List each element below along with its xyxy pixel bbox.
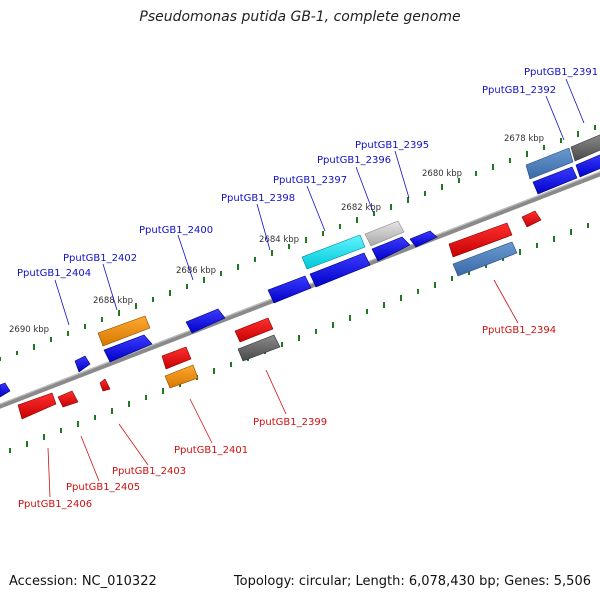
gene-block[interactable] <box>452 241 518 277</box>
gene-block[interactable] <box>448 222 513 258</box>
tick-label-2690: 2690 kbp <box>9 325 49 335</box>
gene-block[interactable] <box>570 134 600 162</box>
gene-label-pputgb1-2392[interactable]: PputGB1_2392 <box>482 85 556 96</box>
gene-label-pputgb1-2398[interactable]: PputGB1_2398 <box>221 193 295 204</box>
gene-block[interactable] <box>309 252 371 288</box>
forward-tick-line <box>0 125 596 361</box>
gene-label-pputgb1-2401[interactable]: PputGB1_2401 <box>174 445 248 456</box>
reverse-gene-labels: PputGB1_2394 PputGB1_2399 PputGB1_2401 P… <box>18 279 556 510</box>
reverse-strand-genes <box>17 210 542 420</box>
gene-label-pputgb1-2405[interactable]: PputGB1_2405 <box>66 482 140 493</box>
gene-block[interactable] <box>185 308 226 334</box>
tick-label-2688: 2688 kbp <box>93 296 133 306</box>
gene-block[interactable] <box>575 154 600 178</box>
gene-label-pputgb1-2399[interactable]: PputGB1_2399 <box>253 417 327 428</box>
gene-block[interactable] <box>301 234 366 270</box>
tick-label-2678: 2678 kbp <box>504 134 544 144</box>
gene-label-pputgb1-2395[interactable]: PputGB1_2395 <box>355 140 429 151</box>
gene-label-pputgb1-2396[interactable]: PputGB1_2396 <box>317 155 391 166</box>
gene-label-pputgb1-2391[interactable]: PputGB1_2391 <box>524 67 598 78</box>
gene-block[interactable] <box>364 220 405 247</box>
gene-block[interactable] <box>0 382 11 398</box>
gene-block[interactable] <box>164 364 199 389</box>
gene-block[interactable] <box>371 236 411 262</box>
accession-text: Accession: NC_010322 <box>9 574 157 589</box>
gene-block[interactable] <box>521 210 542 228</box>
gene-block[interactable] <box>103 334 153 363</box>
gene-block[interactable] <box>237 334 281 362</box>
map-title: Pseudomonas putida GB-1, complete genome <box>139 9 461 25</box>
gene-block[interactable] <box>161 346 192 370</box>
tick-label-2680: 2680 kbp <box>422 169 462 179</box>
gene-label-pputgb1-2403[interactable]: PputGB1_2403 <box>112 466 186 477</box>
gene-label-pputgb1-2394[interactable]: PputGB1_2394 <box>482 325 556 336</box>
tick-label-2682: 2682 kbp <box>341 203 381 213</box>
topology-text: Topology: circular; Length: 6,078,430 bp… <box>233 574 591 589</box>
gene-block[interactable] <box>234 317 274 343</box>
gene-block[interactable] <box>532 166 578 195</box>
tick-label-2684: 2684 kbp <box>259 235 299 245</box>
gene-block[interactable] <box>74 355 91 373</box>
gene-label-pputgb1-2400[interactable]: PputGB1_2400 <box>139 225 213 236</box>
gene-label-pputgb1-2406[interactable]: PputGB1_2406 <box>18 499 92 510</box>
forward-gene-labels: PputGB1_2391 PputGB1_2392 PputGB1_2395 P… <box>17 67 598 326</box>
gene-label-pputgb1-2397[interactable]: PputGB1_2397 <box>273 175 347 186</box>
gene-block[interactable] <box>409 230 438 248</box>
gene-block[interactable] <box>525 147 574 180</box>
forward-strand-genes <box>0 134 600 398</box>
gene-block[interactable] <box>17 392 57 420</box>
tick-label-2686: 2686 kbp <box>176 266 216 276</box>
gene-label-pputgb1-2404[interactable]: PputGB1_2404 <box>17 268 91 279</box>
gene-block[interactable] <box>267 275 312 304</box>
gene-label-pputgb1-2402[interactable]: PputGB1_2402 <box>63 253 137 264</box>
gene-block[interactable] <box>97 315 151 347</box>
gene-block[interactable] <box>99 378 111 392</box>
tick-labels: 2678 kbp 2680 kbp 2682 kbp 2684 kbp 2686… <box>9 134 544 335</box>
gene-block[interactable] <box>57 390 79 408</box>
